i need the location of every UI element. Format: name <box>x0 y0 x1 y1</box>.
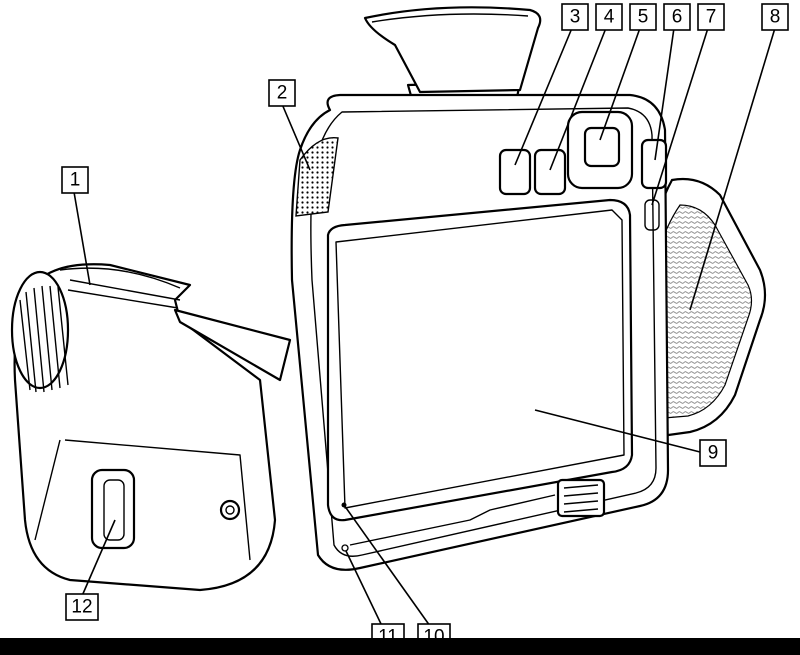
callout-6: 6 <box>663 3 691 31</box>
button-4-shape <box>533 148 567 196</box>
callout-4-label: 4 <box>604 7 615 28</box>
button-3-shape <box>498 148 532 196</box>
callout-2-label: 2 <box>277 83 288 104</box>
lens-side-button-shape <box>90 468 136 550</box>
speaker-grille <box>295 136 339 217</box>
button-6-shape <box>640 138 668 190</box>
callout-7: 7 <box>697 3 725 31</box>
callout-1-label: 1 <box>70 170 81 191</box>
lens-ring <box>10 270 70 390</box>
callout-9: 9 <box>699 439 727 467</box>
callout-5-label: 5 <box>638 7 649 28</box>
callout-8-label: 8 <box>770 7 781 28</box>
callout-7-label: 7 <box>706 7 717 28</box>
lens-mount-screw <box>219 499 241 521</box>
callout-3-label: 3 <box>570 7 581 28</box>
lens-unit <box>10 263 292 592</box>
indicator-hole <box>341 544 349 552</box>
leader-lines <box>73 27 776 627</box>
joystick-shape <box>583 126 621 168</box>
callout-6-label: 6 <box>672 7 683 28</box>
bottom-black-bar <box>0 638 800 655</box>
callout-5: 5 <box>629 3 657 31</box>
callout-1: 1 <box>61 166 89 194</box>
callout-9-label: 9 <box>708 443 719 464</box>
top-buttons <box>498 110 668 231</box>
callout-12: 12 <box>65 593 99 621</box>
callout-4: 4 <box>595 3 623 31</box>
bottom-details <box>341 478 606 552</box>
callout-8: 8 <box>761 3 789 31</box>
callout-3: 3 <box>561 3 589 31</box>
button-7-shape <box>644 199 660 231</box>
callout-12-label: 12 <box>71 597 92 618</box>
callout-2: 2 <box>268 79 296 107</box>
touch-screen <box>326 198 634 522</box>
